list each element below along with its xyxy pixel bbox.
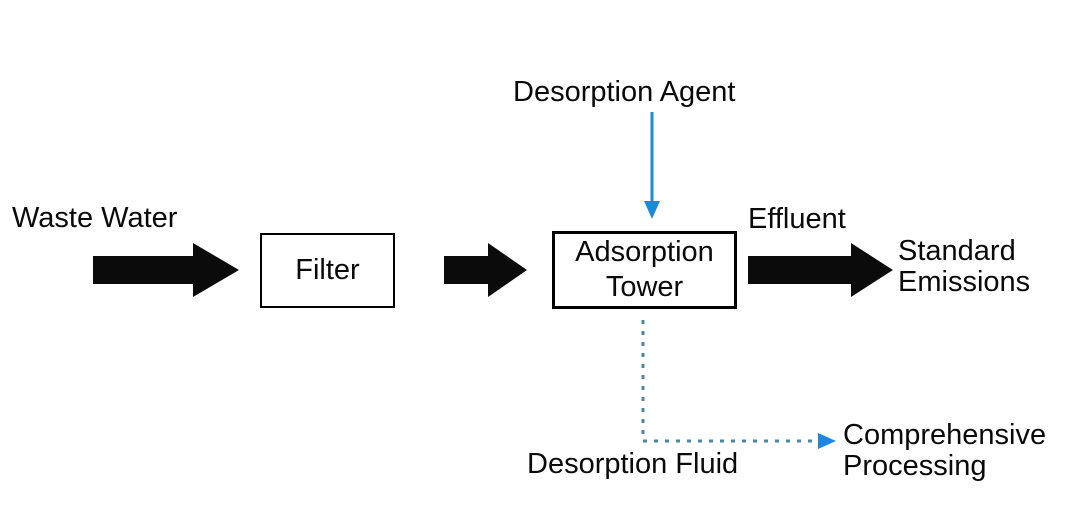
adsorption-tower-node-label: Adsorption Tower (575, 236, 714, 303)
waste-water-label: Waste Water (12, 202, 178, 234)
adsorption-tower-node: Adsorption Tower (552, 231, 737, 309)
desorption-agent-label: Desorption Agent (513, 76, 736, 108)
arrow-effluent-to-emissions-icon (748, 243, 893, 297)
filter-node-label: Filter (295, 254, 360, 286)
arrow-filter-to-adsorption-icon (444, 243, 527, 297)
arrow-desorption-agent-head-icon (644, 201, 660, 219)
arrow-waste-water-to-filter-icon (93, 243, 239, 297)
dotted-path-arrowhead-icon (818, 433, 836, 449)
filter-node: Filter (260, 233, 395, 308)
comprehensive-processing-label: Comprehensive Processing (843, 419, 1047, 482)
dotted-desorption-fluid-path (641, 320, 816, 443)
effluent-label: Effluent (748, 203, 846, 235)
standard-emissions-label: Standard Emissions (898, 235, 1031, 298)
desorption-fluid-label: Desorption Fluid (527, 448, 739, 480)
